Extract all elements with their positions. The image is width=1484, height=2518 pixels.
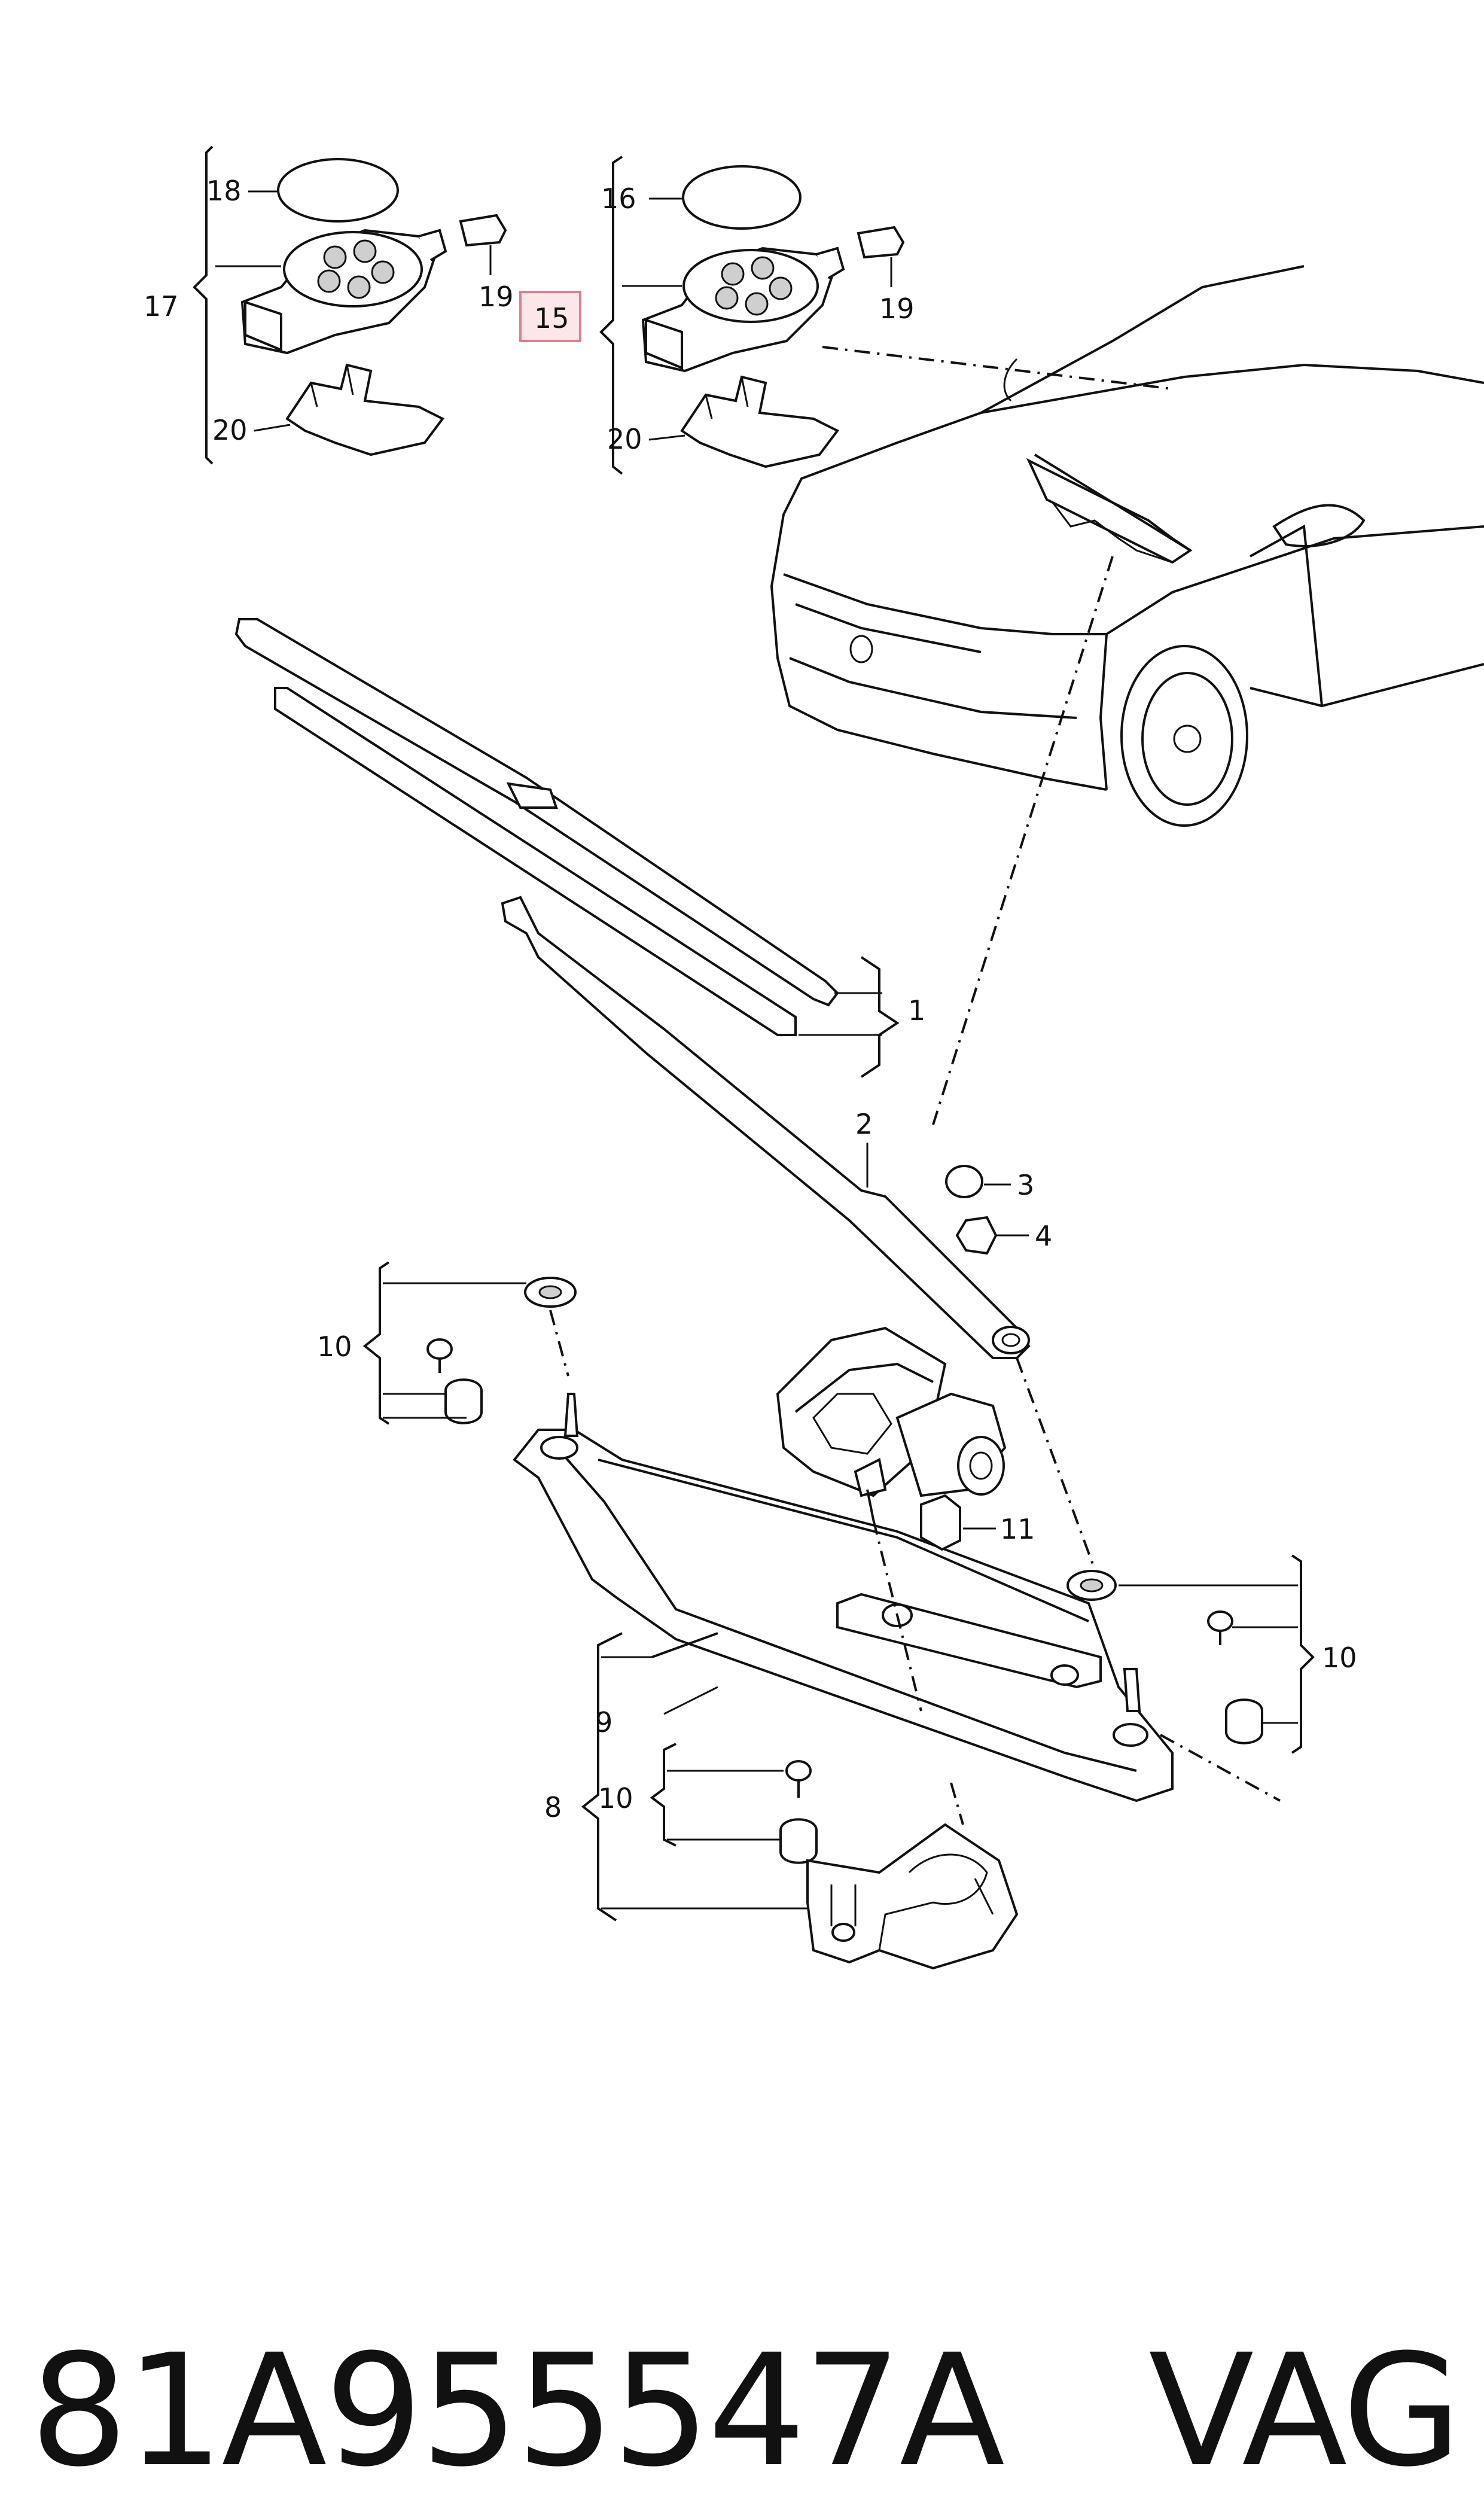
wiper-blade-1 [234, 618, 900, 1078]
wiper-linkage-9 [513, 1393, 1174, 1803]
rain-sensor-15 [622, 246, 845, 373]
wiper-arm-2 [501, 896, 1031, 1359]
mount-group-10a [362, 1261, 577, 1425]
cap-3 [945, 1165, 1011, 1198]
callout-10a: 10 [317, 1330, 352, 1363]
callout-20a: 20 [212, 414, 248, 446]
callout-10b: 10 [1322, 1642, 1357, 1674]
callout-4: 4 [1035, 1220, 1052, 1252]
callout-19a: 19 [479, 281, 514, 313]
nut-4 [955, 1216, 1029, 1255]
callout-15-highlight [519, 291, 581, 342]
callout-15: 15 [534, 302, 569, 334]
callout-19b: 19 [879, 293, 915, 325]
callout-3: 3 [1017, 1169, 1034, 1201]
bracket-group-8 [581, 1632, 1019, 1970]
sensor-group-15 [519, 156, 905, 475]
callout-20b: 20 [607, 423, 642, 455]
callout-18: 18 [206, 175, 242, 207]
gasket-ring-18 [277, 158, 399, 223]
callout-11: 11 [1000, 1513, 1035, 1545]
part-number: 81A955547A [30, 2321, 1005, 2501]
connector-19a [459, 214, 507, 275]
connector-19b [857, 226, 905, 287]
callout-10c: 10 [598, 1782, 633, 1814]
connector-11 [920, 1494, 996, 1551]
callout-2: 2 [855, 1108, 873, 1140]
mount-group-10b [1066, 1554, 1315, 1802]
callout-9: 9 [595, 1706, 613, 1738]
parts-diagram: 18 16 17 15 19 19 20 20 1 2 3 4 10 11 10… [144, 145, 1484, 1970]
mounting-bracket [806, 1823, 1019, 1970]
callout-1: 1 [908, 994, 925, 1027]
wiper-motor [776, 1326, 1007, 1520]
brand-name: VAG [1148, 2321, 1462, 2501]
callout-17: 17 [144, 290, 179, 322]
screw-head-10a [426, 1338, 453, 1360]
screw-head-10c [785, 1760, 812, 1782]
callout-8: 8 [544, 1791, 562, 1823]
sensor-group-17 [193, 145, 507, 465]
bracket-20a [254, 363, 445, 456]
car-outline [770, 265, 1484, 827]
gasket-ring-16 [682, 165, 802, 230]
callout-16: 16 [601, 182, 636, 215]
rain-sensor-17 [215, 229, 447, 355]
bracket-20b [648, 375, 840, 468]
part-caption: 81A955547A VAG [30, 2321, 1462, 2501]
